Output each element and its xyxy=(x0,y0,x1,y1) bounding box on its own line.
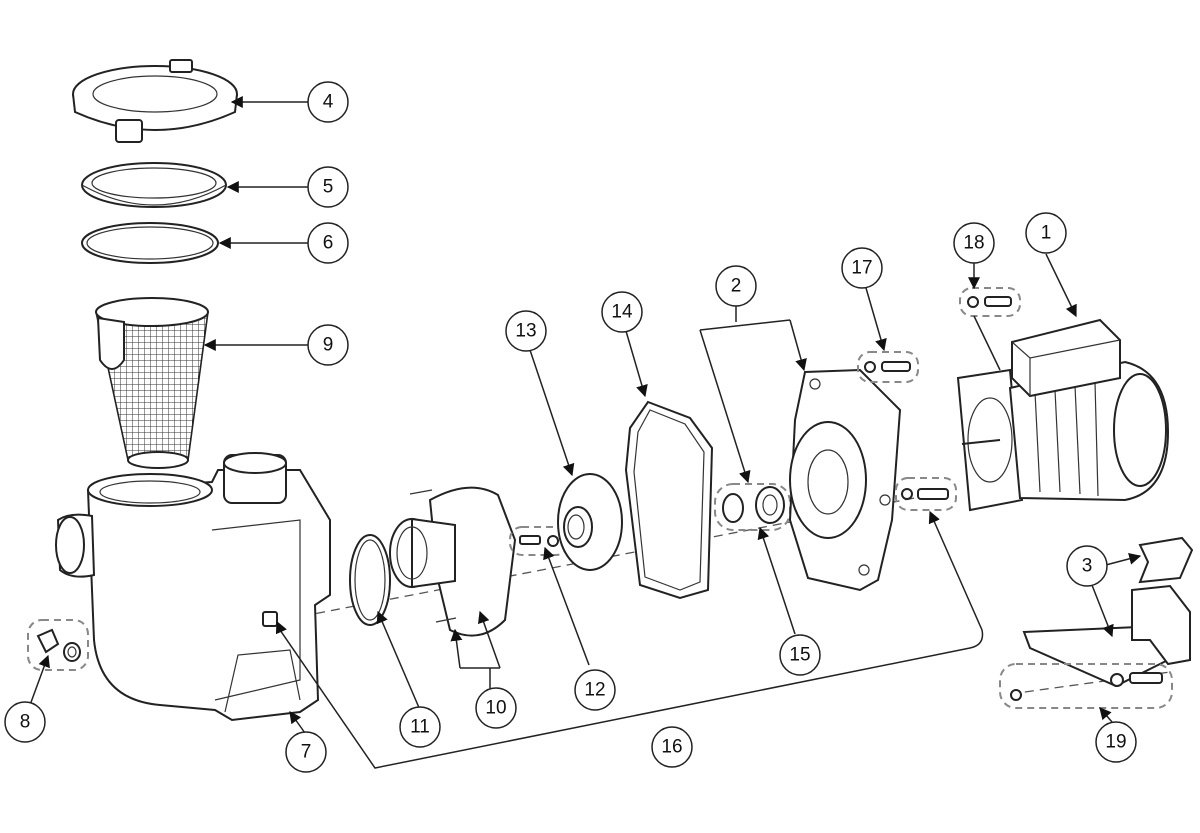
svg-text:12: 12 xyxy=(584,680,605,701)
part-seal-plate xyxy=(788,368,902,592)
svg-text:16: 16 xyxy=(661,737,682,758)
svg-text:5: 5 xyxy=(323,177,334,198)
base-bolt-axis-line xyxy=(1009,671,1171,695)
part-base-bolts xyxy=(999,663,1173,709)
part-motor xyxy=(956,318,1170,512)
callout-13: 13 xyxy=(505,310,547,352)
svg-text:1: 1 xyxy=(1041,223,1052,244)
part-diffuser-o-ring xyxy=(349,534,391,626)
part-strainer-basket xyxy=(95,297,209,469)
part-housing-bolt xyxy=(895,477,957,511)
callout-16: 16 xyxy=(651,726,693,768)
callout-1: 1 xyxy=(1025,212,1067,254)
svg-text:6: 6 xyxy=(323,233,334,254)
svg-text:2: 2 xyxy=(731,276,742,297)
svg-text:14: 14 xyxy=(611,302,633,323)
svg-text:8: 8 xyxy=(20,712,31,733)
part-lid-ring xyxy=(72,59,238,143)
svg-text:11: 11 xyxy=(410,717,430,738)
part-shaft-seal xyxy=(714,483,791,531)
callout-17: 17 xyxy=(841,247,883,289)
part-diffuser xyxy=(389,486,517,637)
svg-text:4: 4 xyxy=(323,92,334,113)
part-lid xyxy=(81,162,227,208)
callout-3: 3 xyxy=(1066,545,1108,587)
svg-text:13: 13 xyxy=(515,321,536,342)
svg-text:18: 18 xyxy=(963,233,984,254)
part-pump-housing xyxy=(55,452,331,722)
callout-4: 4 xyxy=(307,81,349,123)
callout-9: 9 xyxy=(307,324,349,366)
svg-text:15: 15 xyxy=(789,645,810,666)
svg-text:9: 9 xyxy=(323,335,334,356)
part-base-feet xyxy=(1022,536,1194,688)
callout-11: 11 xyxy=(399,706,441,748)
svg-text:19: 19 xyxy=(1105,732,1126,753)
callout-6: 6 xyxy=(307,222,349,264)
callout-18: 18 xyxy=(953,222,995,264)
callout-7: 7 xyxy=(285,731,327,773)
callout-8: 8 xyxy=(4,701,46,743)
part-motor-bolt xyxy=(959,287,1021,317)
callout-14: 14 xyxy=(601,291,643,333)
callout-10: 10 xyxy=(475,687,517,729)
part-seal-plate-bolt xyxy=(857,351,919,383)
svg-text:10: 10 xyxy=(485,698,506,719)
callout-15: 15 xyxy=(779,634,821,676)
part-o-ring xyxy=(81,222,219,264)
part-drain-plug xyxy=(27,619,89,671)
leader-lines xyxy=(29,96,1142,769)
svg-text:7: 7 xyxy=(301,742,312,763)
callout-12: 12 xyxy=(574,669,616,711)
part-impeller xyxy=(557,473,623,571)
callout-19: 19 xyxy=(1095,721,1137,763)
part-gasket xyxy=(624,400,714,600)
svg-text:17: 17 xyxy=(851,258,872,279)
svg-text:3: 3 xyxy=(1082,556,1093,577)
callout-5: 5 xyxy=(307,166,349,208)
callout-2: 2 xyxy=(715,265,757,307)
